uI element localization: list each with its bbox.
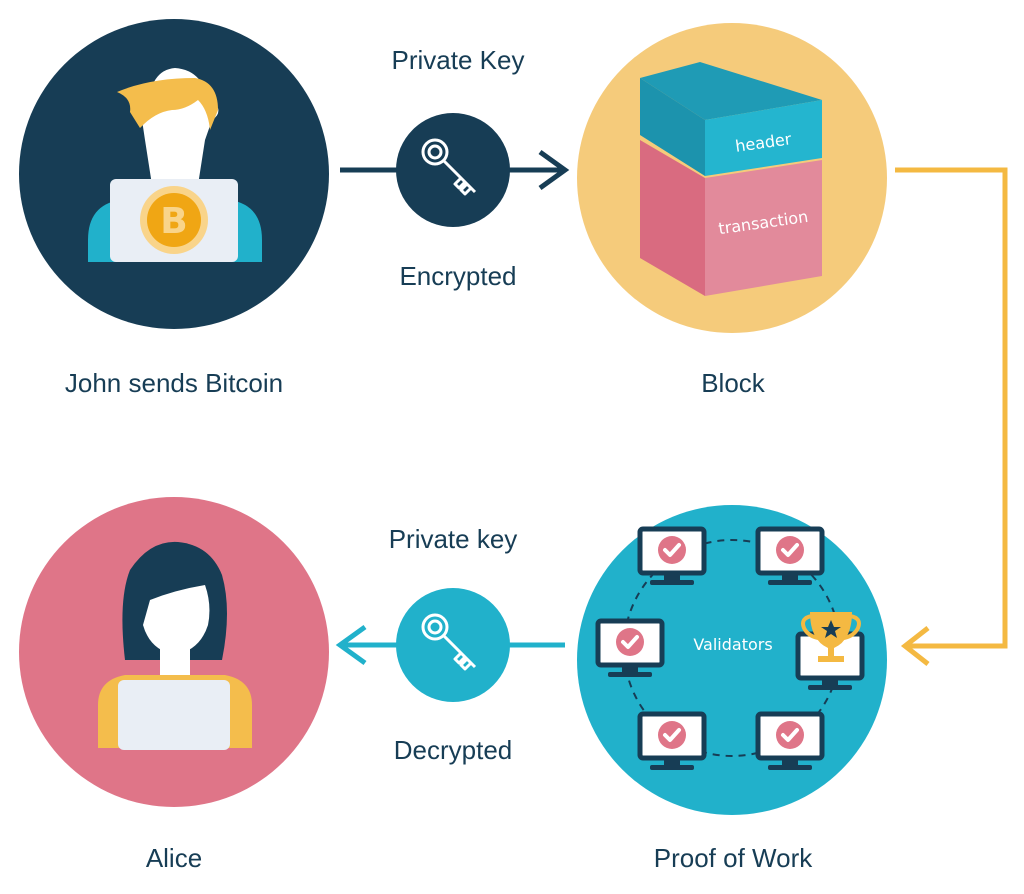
alice-label: Alice (146, 843, 202, 873)
john-label: John sends Bitcoin (65, 368, 283, 398)
validators-label: Validators (693, 635, 772, 654)
proof-of-work-node: Validators (577, 505, 887, 815)
block-label: Block (701, 368, 766, 398)
top-key-label: Private Key (392, 45, 525, 75)
arrow-block-to-validators (895, 167, 1008, 666)
decrypted-label: Decrypted (394, 735, 513, 765)
block-node: header transaction (577, 23, 887, 333)
alice-node (19, 497, 329, 807)
person-icon (98, 541, 252, 750)
svg-text:B: B (160, 201, 187, 242)
trophy-icon (801, 612, 861, 662)
proof-of-work-label: Proof of Work (654, 843, 813, 873)
decryption-key-node (396, 588, 510, 702)
person-icon (88, 68, 262, 262)
encryption-key-node (396, 113, 510, 227)
block-icon (640, 62, 822, 296)
bitcoin-icon: B (140, 186, 208, 254)
john-node: B (19, 19, 329, 329)
bottom-key-label: Private key (389, 524, 518, 554)
encrypted-label: Encrypted (399, 261, 516, 291)
